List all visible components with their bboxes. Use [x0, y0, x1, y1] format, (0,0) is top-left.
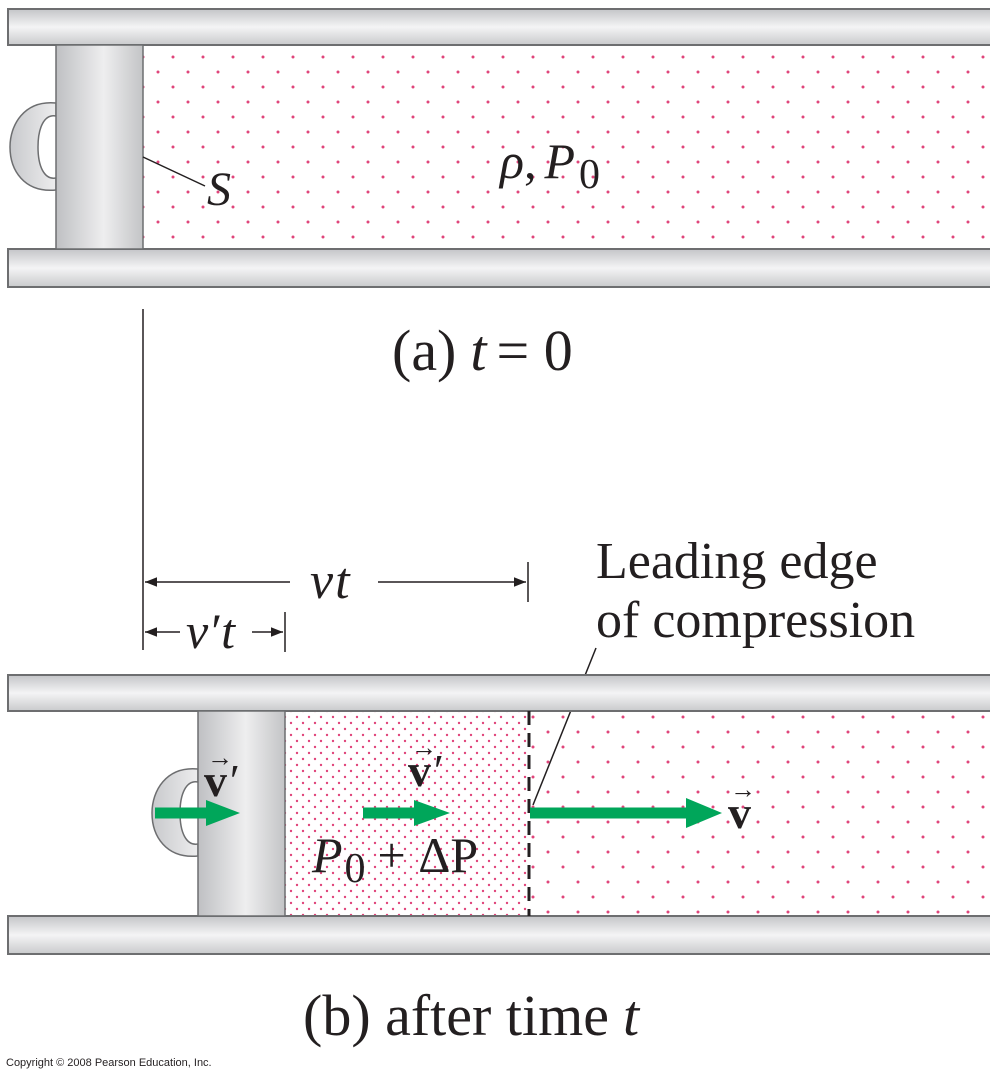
- gas-region-a: [143, 45, 990, 249]
- gas-velocity-label: v′: [408, 745, 442, 796]
- gas-velocity-arrow: [363, 800, 450, 826]
- piston-velocity-label: v′: [204, 755, 238, 806]
- piston-a: [55, 44, 144, 250]
- piston-knob-a: [9, 102, 57, 191]
- density-pressure-label: ρ,P0: [498, 133, 600, 198]
- surface-label: S: [207, 163, 231, 216]
- piston-velocity-arrow: [155, 800, 240, 826]
- vt-label: vt: [310, 553, 351, 610]
- surface-leader-line: [142, 156, 206, 187]
- copyright-notice: Copyright © 2008 Pearson Education, Inc.: [6, 1057, 212, 1069]
- leading-edge-label-line1: Leading edge: [596, 533, 878, 590]
- compressed-pressure-label: P0+ ΔP: [311, 827, 478, 892]
- piston-velocity-vector-arrow: →: [207, 743, 233, 772]
- tube-bottom-wall-a: [7, 248, 990, 288]
- gas-velocity-vector-arrow: →: [411, 733, 437, 762]
- caption-a: (a)t= 0: [392, 318, 573, 383]
- leading-edge-label-line2: of compression: [596, 592, 915, 649]
- tube-bottom-wall-b: [7, 915, 990, 955]
- wave-velocity-label: v: [728, 787, 751, 838]
- tube-top-wall-a: [7, 8, 990, 46]
- vpt-label: v′t: [186, 603, 236, 659]
- wave-velocity-vector-arrow: →: [730, 775, 756, 804]
- wave-velocity-arrow: [530, 798, 722, 828]
- tube-top-wall-b: [7, 674, 990, 712]
- dimension-annotations: vt v′t Leading edge of compression: [142, 309, 915, 806]
- panel-a: S ρ,P0 (a)t= 0: [7, 8, 990, 383]
